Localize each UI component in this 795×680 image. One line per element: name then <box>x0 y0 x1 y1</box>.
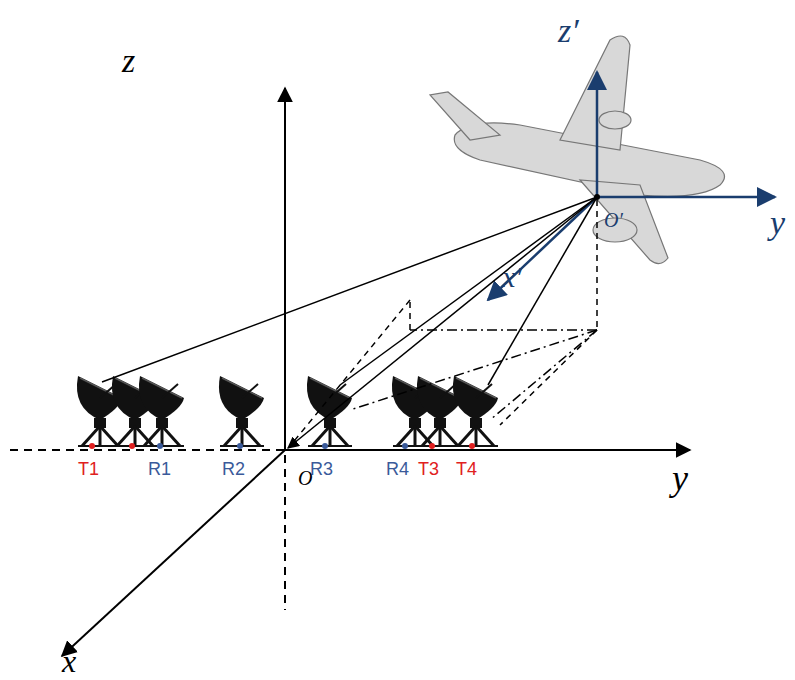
axis-label: y <box>770 206 785 240</box>
origin-label: O <box>298 468 312 488</box>
axis-label: z <box>122 44 135 78</box>
axis-label: x <box>62 645 76 677</box>
airplane <box>430 36 725 264</box>
receiver-label: R2 <box>222 460 245 478</box>
axis-label: y <box>672 460 688 496</box>
transmitter-label: T4 <box>456 460 477 478</box>
transmitter-label: T1 <box>78 460 99 478</box>
receiver-label: R4 <box>386 460 409 478</box>
origin-label: O′ <box>604 210 623 230</box>
axis-label: x′ <box>502 262 522 292</box>
receiver-label: R3 <box>310 460 333 478</box>
antenna-array <box>77 376 498 446</box>
receiver-label: R1 <box>148 460 171 478</box>
axis-label: z′ <box>558 14 579 48</box>
transmitter-label: T3 <box>418 460 439 478</box>
